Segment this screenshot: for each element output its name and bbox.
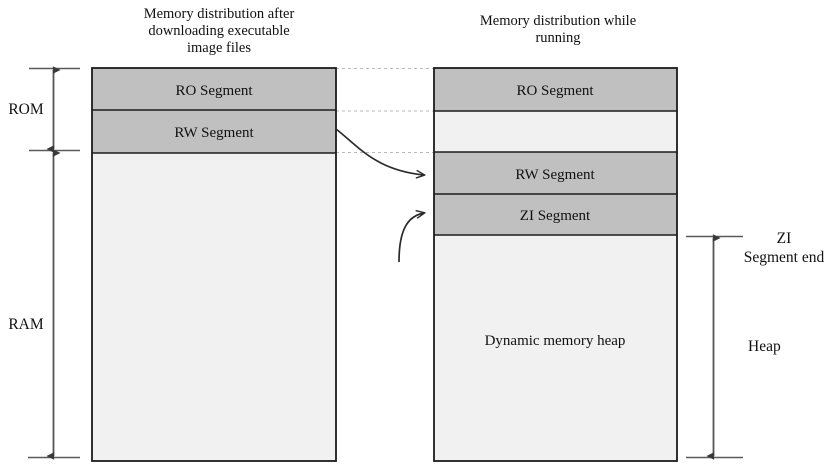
- left-column-outline: [91, 67, 337, 462]
- left-title-line-3: image files: [187, 40, 251, 56]
- right-rw-segment-label: RW Segment: [515, 167, 595, 183]
- left-axis-rom-ram: ROM RAM: [8, 66, 80, 460]
- right-title-line-1: Memory distribution while: [480, 13, 636, 29]
- left-title-line-2: downloading executable: [148, 23, 289, 39]
- right-column-outline: [433, 67, 678, 462]
- right-column-title: Memory distribution while running: [480, 13, 636, 46]
- rom-label: ROM: [8, 101, 44, 118]
- right-title-line-2: running: [535, 30, 580, 46]
- alignment-guides: [336, 67, 434, 154]
- right-ro-segment-block: [434, 68, 677, 111]
- rw-migration-arrow: [335, 128, 424, 175]
- right-rw-segment-block: [434, 152, 677, 194]
- left-rw-segment-label: RW Segment: [174, 125, 254, 141]
- heap-label-axis: Heap: [748, 338, 781, 355]
- right-heap-block: [434, 235, 677, 461]
- right-axis-heap: ZI Segment end Heap: [686, 230, 825, 460]
- left-free-block: [92, 153, 336, 461]
- right-zi-segment-block: [434, 194, 677, 235]
- left-ro-segment-label: RO Segment: [175, 83, 253, 99]
- left-ro-segment-block: [92, 68, 336, 110]
- right-zi-segment-label: ZI Segment: [520, 208, 591, 224]
- zi-segment-end-label-line-1: ZI: [777, 230, 792, 247]
- left-memory-column: RO Segment RW Segment: [91, 67, 337, 462]
- right-heap-label: Dynamic memory heap: [485, 333, 626, 349]
- right-gap-block: [434, 111, 677, 152]
- left-column-title: Memory distribution after downloading ex…: [144, 6, 295, 56]
- zi-creation-arrow: [398, 213, 424, 263]
- left-rw-segment-block: [92, 110, 336, 153]
- ram-label: RAM: [8, 316, 44, 333]
- left-title-line-1: Memory distribution after: [144, 6, 295, 22]
- zi-segment-end-label-line-2: Segment end: [744, 249, 825, 266]
- right-ro-segment-label: RO Segment: [516, 83, 594, 99]
- right-memory-column: RO Segment RW Segment ZI Segment Dynamic…: [433, 67, 678, 462]
- migration-arrows: [335, 128, 424, 263]
